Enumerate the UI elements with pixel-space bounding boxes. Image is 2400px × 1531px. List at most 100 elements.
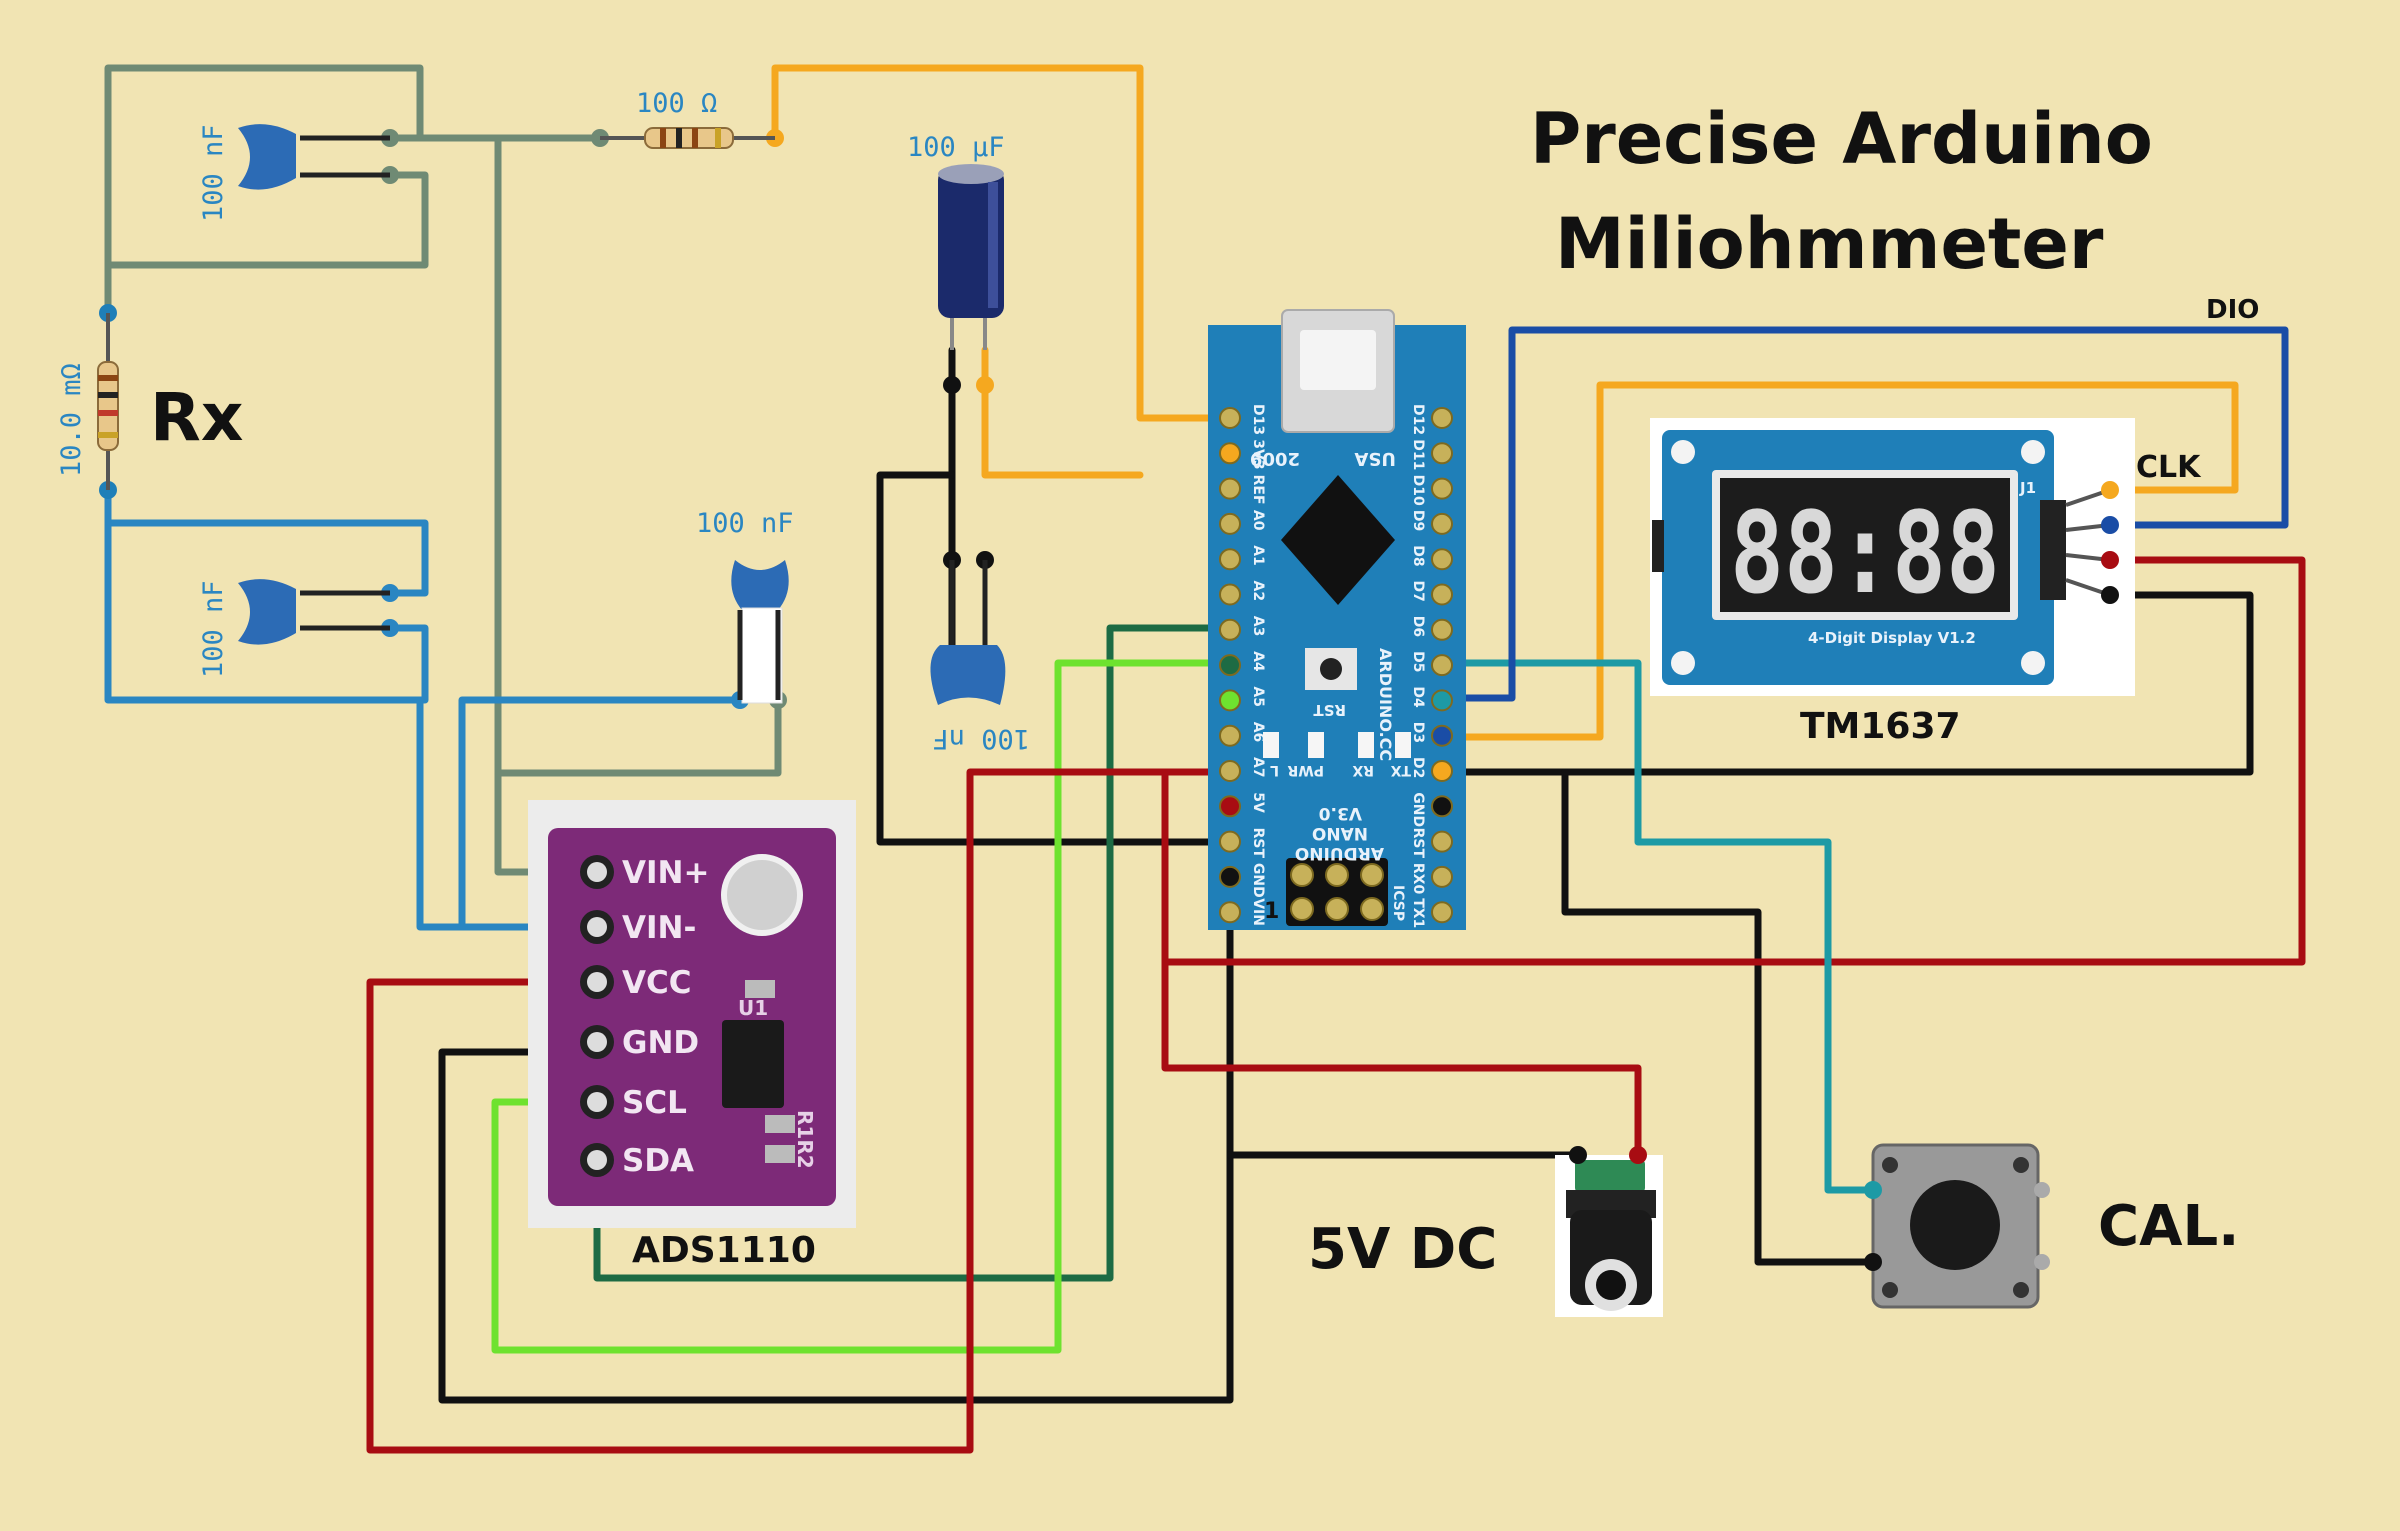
label-rx: Rx	[150, 379, 243, 456]
nano-led-label: PWR	[1287, 762, 1324, 778]
capacitor-middle	[731, 560, 789, 704]
wire-grey-cap-top	[104, 171, 429, 317]
wire-red-dc	[1161, 958, 1642, 1159]
nano-left-pin	[1219, 618, 1241, 641]
nano-led-label: TX	[1390, 762, 1411, 778]
label-cap-bottom: 100 nF	[198, 580, 229, 678]
nano-right-pin	[1431, 865, 1453, 888]
ads-label-u1: U1	[738, 996, 768, 1020]
wire-red-vcc	[366, 768, 1234, 1454]
label-cap-electrolytic: 100 µF	[907, 132, 1005, 163]
nano-icsp: ICSP	[1390, 885, 1406, 921]
wire-blue-cap-mid	[458, 696, 744, 931]
capacitor-lower	[930, 560, 1006, 705]
label-cap-top: 100 nF	[198, 124, 229, 222]
nano-right-pin	[1431, 407, 1453, 429]
nano-left-pin	[1219, 865, 1241, 888]
label-100-ohm: 100 Ω	[636, 88, 717, 119]
ads-pin-pad	[587, 1032, 607, 1052]
nano-model-1: ARDUINO	[1295, 843, 1384, 863]
nano-left-pin	[1219, 407, 1241, 429]
nano-right-pin-label: D2	[1410, 757, 1426, 778]
nano-pin-headers: D133V3REFA0A1A2A3A4A5A6A75VRSTGNDVIND12D…	[1219, 404, 1453, 928]
label-clk: CLK	[2136, 450, 2202, 485]
nano-right-pin-label: TX1	[1410, 898, 1426, 928]
nano-led	[1308, 732, 1324, 758]
nano-left-pin-label: A0	[1250, 510, 1266, 531]
label-cap-middle: 100 nF	[696, 508, 794, 539]
nano-right-pin-label: D11	[1410, 439, 1426, 470]
nano-right-pin-label: RX0	[1410, 863, 1426, 895]
ads-pin-label: SDA	[622, 1143, 694, 1179]
label-dio: DIO	[2206, 295, 2259, 325]
wire-navy-dio	[1438, 326, 2289, 702]
nano-right-pin	[1431, 654, 1453, 677]
nano-right-pin-label: D3	[1410, 722, 1426, 743]
nano-left-pin	[1219, 689, 1241, 712]
nano-right-pin-label: D6	[1410, 616, 1426, 637]
icsp-pin	[1360, 863, 1384, 887]
ads-pin-label: VIN+	[622, 855, 709, 891]
wire-orange-100ohm-3v3	[771, 64, 1234, 422]
nano-right-pin	[1431, 512, 1453, 535]
nano-left-pin	[1219, 760, 1241, 782]
nano-pin1: 1	[1264, 899, 1279, 924]
nano-left-pin-label: VIN	[1250, 898, 1266, 926]
nano-left-pin-label: A6	[1250, 722, 1266, 743]
nano-model-3: V3.0	[1319, 803, 1362, 823]
nano-led-label: RX	[1352, 762, 1374, 778]
nano-right-pin	[1431, 724, 1453, 747]
wires	[104, 64, 2306, 1454]
icsp-pin	[1360, 897, 1384, 921]
nano-right-pin-label: D4	[1410, 686, 1426, 708]
capacitor-top	[238, 124, 390, 190]
wire-red-display	[1161, 556, 2306, 966]
nano-icsp-pins	[1290, 863, 1384, 921]
nano-led	[1358, 732, 1374, 758]
wire-lime-scl	[491, 659, 1234, 1354]
title-line-2: Miliohmmeter	[1555, 203, 2104, 285]
nano-left-pin	[1219, 830, 1241, 853]
nano-left-pin-label: A7	[1250, 757, 1266, 778]
nano-left-pin-label: REF	[1250, 475, 1266, 505]
nano-right-pin-label: D8	[1410, 545, 1426, 566]
nano-year: 2009	[1250, 448, 1300, 469]
ads-pin-label: SCL	[622, 1085, 687, 1121]
wire-teal-button	[1438, 659, 1877, 1194]
ads-pin-label: VIN-	[622, 910, 696, 946]
nano-right-pin	[1431, 760, 1453, 782]
wire-grey-cap-mid	[494, 696, 782, 777]
nano-right-pin	[1431, 477, 1453, 500]
dc-jack	[1555, 1146, 1663, 1317]
nano-right-pin-label: GND	[1410, 792, 1426, 827]
nano-left-pin-label: 3V3	[1250, 439, 1266, 469]
nano-left-pin-label: GND	[1250, 863, 1266, 898]
nano-right-pin-label: D9	[1410, 510, 1426, 531]
nano-left-pin	[1219, 548, 1241, 571]
nano-right-pin	[1431, 689, 1453, 712]
ads-pin-pad	[587, 972, 607, 992]
nano-right-pin-label: D7	[1410, 581, 1426, 602]
nano-left-pin	[1219, 654, 1241, 677]
nano-led	[1395, 732, 1411, 758]
nano-left-pin-label: A3	[1250, 616, 1266, 637]
ads-pin-pad	[587, 862, 607, 882]
cal-button[interactable]	[1864, 1143, 2050, 1309]
nano-left-pin	[1219, 442, 1241, 465]
nano-left-pin-label: A4	[1250, 651, 1266, 672]
resistor-100-ohm	[600, 127, 775, 149]
label-cap-lower: 100 nF	[932, 723, 1030, 754]
nano-right-pin	[1431, 901, 1453, 924]
ads-pin-pad	[587, 1092, 607, 1112]
nano-left-pin	[1219, 512, 1241, 535]
nano-right-pin-label: D12	[1410, 404, 1426, 435]
nano-left-pin-label: 5V	[1250, 792, 1266, 813]
nano-right-pin	[1431, 583, 1453, 606]
label-tm1637: TM1637	[1800, 706, 1961, 747]
ads-pin-label: VCC	[622, 965, 692, 1001]
nano-left-pin	[1219, 724, 1241, 747]
nano-left-pin-label: A5	[1250, 686, 1266, 707]
title-line-1: Precise Arduino	[1530, 98, 2153, 180]
